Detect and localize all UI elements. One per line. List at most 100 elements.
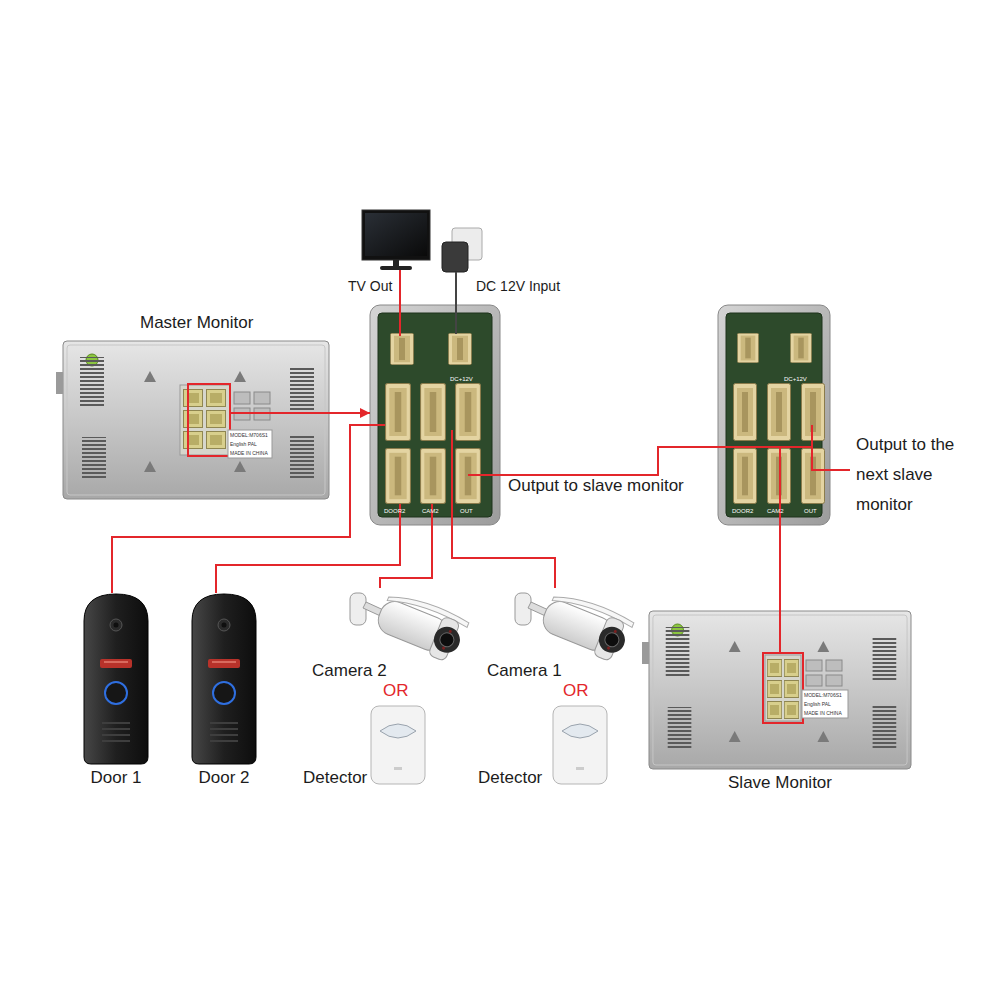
sticker-text: MADE IN CHINA [804, 710, 848, 716]
monitor-back [56, 341, 329, 499]
wire [230, 305, 850, 653]
monitor-node: Master Monitor [62, 340, 330, 500]
tv-symbol-part [393, 260, 399, 266]
node-label: Detector [478, 768, 558, 788]
tv-symbol-part [380, 266, 412, 270]
monitor-back-part [765, 655, 801, 721]
connection-board [718, 305, 830, 525]
wire-connector [452, 525, 555, 588]
output-note: Output to the next slave monitor [856, 430, 976, 519]
node-label: DC+12V [784, 376, 824, 383]
door-station [192, 594, 256, 764]
connection-board-part [421, 384, 446, 441]
monitor-back-part [207, 411, 226, 428]
board-node: DC+12VDOOR2CAM2OUT [370, 305, 500, 525]
wire-connector [500, 447, 718, 475]
connection-board-part [737, 333, 758, 362]
node-label: DC+12V [450, 376, 494, 383]
monitor-back-part [784, 702, 798, 719]
connection-board-part [734, 448, 757, 503]
monitor-back-part [642, 642, 649, 664]
edge-label: Output to slave monitor [508, 476, 718, 496]
node-label: DC 12V Input [476, 278, 576, 295]
connection-board-part [391, 333, 414, 364]
connection-board-part [378, 313, 492, 517]
node-label: Door 1 [66, 768, 166, 788]
wire-connector [112, 425, 370, 593]
tv-symbol-part [362, 210, 430, 260]
node-label: OUT [804, 508, 828, 515]
wire-part [718, 446, 812, 448]
monitor-back-part [188, 384, 230, 456]
detector-symbol [371, 706, 425, 784]
wire-part [370, 424, 385, 426]
node-label: Door 2 [174, 768, 274, 788]
node-label: Camera 2 [312, 661, 402, 681]
sticker-text: MODEL:M706S1 [804, 692, 848, 698]
sticker-text: MADE IN CHINA [230, 450, 272, 456]
door-station [84, 594, 148, 764]
camera-symbol [350, 588, 470, 665]
node-label: Camera 1 [487, 661, 577, 681]
wire-part [812, 425, 850, 470]
monitor-back-part [806, 675, 822, 686]
monitor-back-part [802, 690, 848, 718]
monitor-back-part [254, 392, 270, 404]
node-label: Detector [303, 768, 383, 788]
monitor-back-part [826, 675, 842, 686]
connection-board-part [421, 448, 446, 503]
wire-part [399, 504, 401, 525]
wire-part [230, 412, 330, 414]
monitor-back-part [56, 372, 63, 394]
door-node: Door 2 [190, 593, 258, 765]
monitor-back-part [767, 660, 781, 677]
connection-board-part [449, 333, 472, 364]
node-label: Master Monitor [140, 313, 280, 333]
camera-node: Camera 1 [510, 588, 635, 670]
monitor-back-part [784, 660, 798, 677]
monitor-back-part [184, 390, 203, 407]
monitor-back-part [234, 392, 250, 404]
tv-symbol-part [365, 213, 427, 256]
connection-board-part [718, 305, 830, 525]
camera-symbol [515, 588, 635, 665]
adapter-node: DC 12V Input [440, 226, 482, 272]
wire-connector [779, 525, 781, 610]
monitor-back-part [784, 681, 798, 698]
wire-part [431, 504, 433, 525]
connection-board-part [370, 305, 500, 525]
wire-part [399, 305, 401, 336]
or-label: OR [383, 681, 423, 701]
node-label: CAM2 [767, 508, 797, 515]
power-adapter-part [442, 242, 468, 272]
board-node: DC+12V DOOR2 CAM2 OUT [718, 305, 830, 525]
monitor-back-part [63, 341, 329, 499]
monitor-back-part [207, 432, 226, 449]
wire-connector [330, 412, 370, 414]
connection-board-part [386, 448, 411, 503]
monitor-back-part [763, 653, 803, 723]
monitor-back-part [767, 702, 781, 719]
connection-board-part [734, 384, 757, 441]
wire-connector [455, 272, 457, 305]
monitor-back-part [184, 432, 203, 449]
monitor-back-part [207, 390, 226, 407]
monitor-back [642, 611, 911, 769]
monitor-back-part [184, 411, 203, 428]
detector-node: Detector [370, 705, 426, 785]
wire-connector [380, 525, 432, 588]
tv-node: TV Out [362, 210, 430, 270]
power-adapter [442, 228, 482, 272]
detector-node: Detector [552, 705, 608, 785]
connection-board [370, 305, 500, 525]
monitor-back-part [767, 681, 781, 698]
camera-node: Camera 2 [345, 588, 470, 670]
wire-part [468, 474, 500, 476]
monitor-back-part [826, 660, 842, 671]
node-label: DOOR2 [732, 508, 762, 515]
node-label: DOOR2 [384, 508, 414, 515]
connection-board-part [790, 333, 811, 362]
tv-symbol [362, 210, 430, 270]
